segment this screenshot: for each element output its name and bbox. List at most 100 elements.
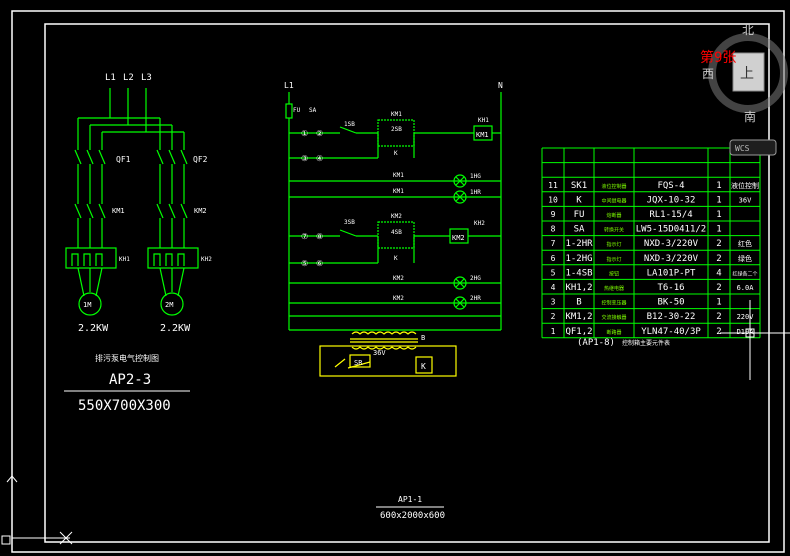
table-cell: QF1,2	[565, 327, 592, 337]
table-cell: 断路器	[606, 329, 621, 336]
viewcube-face[interactable]	[732, 52, 765, 92]
position-3: ③	[301, 154, 308, 163]
table-cell: 10	[548, 195, 558, 204]
table-cell: 转换开关	[604, 227, 624, 234]
viewcube-west[interactable]: 西	[702, 67, 714, 81]
viewcube-top[interactable]: 上	[740, 66, 754, 82]
parts-table-note: 控制箱主要元件表	[622, 339, 670, 347]
table-cell: 11	[548, 181, 558, 190]
table-cell: 按钮	[609, 270, 619, 277]
table-cell: 红绿各二个	[732, 270, 757, 277]
breaker-label-qf1: QF1	[116, 155, 131, 164]
switch-label: SA	[309, 107, 317, 114]
relay-label: K	[421, 362, 426, 371]
viewcube-north[interactable]: 北	[742, 23, 754, 37]
coil-km1: KM1	[476, 131, 489, 139]
table-cell: 3	[551, 298, 556, 307]
table-cell: 液位控制	[731, 181, 759, 190]
table-cell: KH1,2	[565, 283, 592, 293]
table-cell: 2	[716, 312, 721, 322]
table-cell: 红色	[738, 239, 752, 248]
contactor-label-km2: KM2	[194, 207, 207, 215]
position-2: ②	[316, 129, 323, 138]
viewcube[interactable]	[708, 33, 788, 113]
table-cell: 2	[716, 254, 721, 264]
table-cell: B	[576, 298, 581, 308]
transformer-circuit	[319, 331, 457, 377]
table-cell: 7	[551, 239, 556, 248]
stop-button-3sb: 3SB	[344, 219, 355, 226]
position-8: ⑧	[316, 232, 323, 241]
table-cell: LA101P-PT	[647, 268, 696, 278]
table-cell: SK1	[571, 181, 587, 191]
table-cell: 220V	[737, 313, 755, 321]
table-cell: 控制变压器	[601, 300, 626, 307]
contact-km1-lamp1: KM1	[393, 172, 404, 179]
table-cell: FU	[574, 210, 585, 220]
position-4: ④	[316, 154, 323, 163]
table-cell: 熔断器	[606, 212, 621, 219]
viewcube-ring[interactable]	[708, 33, 788, 113]
table-cell: 1-2HR	[565, 239, 593, 249]
phase-label-l3: L3	[141, 73, 152, 83]
phase-label-l1: L1	[105, 73, 116, 83]
table-cell: 6	[551, 254, 556, 263]
panel-title-ap2-3: AP2-3	[109, 372, 151, 388]
wcs-menu-button[interactable]	[729, 139, 777, 156]
table-cell: 1	[716, 195, 721, 205]
table-cell: 中间继电器	[601, 197, 626, 204]
lamp-2hr: 2HR	[470, 295, 481, 302]
contact-k-2: K	[394, 255, 398, 262]
crosshair-cursor	[720, 300, 790, 380]
contact-km1-top: KM1	[391, 111, 402, 118]
table-cell: K	[576, 195, 582, 205]
table-cell: 1	[716, 225, 721, 235]
stop-button-1sb: 1SB	[344, 121, 355, 128]
position-5: ⑤	[301, 259, 308, 268]
motor-power-circuit: L1 L2 L3	[65, 73, 199, 316]
table-cell: B12-30-22	[647, 312, 696, 322]
table-cell: 1	[716, 181, 721, 191]
contact-k-1: K	[394, 150, 398, 157]
table-cell: 6.0A	[737, 284, 755, 292]
lamp-2hg: 2HG	[470, 275, 481, 282]
table-cell: 热继电器	[604, 285, 624, 292]
table-cell: NXD-3/220V	[644, 239, 699, 249]
thermal-kh2: KH2	[474, 220, 485, 227]
table-cell: KM1,2	[565, 312, 592, 322]
sheet-number: 第9张	[700, 49, 736, 66]
motor-label-1m: 1M	[83, 301, 91, 309]
contact-km2-lamp1: KM2	[393, 275, 404, 282]
motor-label-2m: 2M	[165, 301, 173, 309]
contactor-label-km1: KM1	[112, 207, 125, 215]
fuse-label: FU	[293, 107, 301, 114]
table-cell: 1	[716, 210, 721, 220]
start-button-2sb: 2SB	[391, 126, 402, 133]
table-cell: SA	[574, 225, 585, 235]
table-cell: 1	[716, 298, 721, 308]
table-cell: FQS-4	[657, 181, 684, 191]
table-cell: NXD-3/220V	[644, 254, 699, 264]
viewcube-south[interactable]: 南	[744, 109, 756, 124]
control-line-n: N	[498, 81, 503, 90]
control-line-l1: L1	[284, 81, 294, 90]
table-cell: 1-2HG	[565, 254, 592, 264]
table-cell: 2	[551, 312, 556, 321]
table-cell: YLN47-40/3P	[641, 327, 701, 337]
motor-rating-1: 2.2KW	[78, 323, 109, 334]
table-cell: D10A	[737, 328, 755, 336]
outer-frame	[11, 10, 785, 553]
transformer-voltage: 36V	[373, 349, 386, 357]
table-cell: T6-16	[657, 283, 684, 293]
phase-label-l2: L2	[123, 73, 134, 83]
table-cell: 36V	[739, 196, 752, 204]
table-cell: LW5-15D0411/2	[636, 225, 706, 235]
motor-rating-2: 2.2KW	[160, 323, 191, 334]
table-cell: BK-50	[657, 298, 684, 308]
wcs-menu-label[interactable]: WCS	[735, 144, 750, 153]
overload-label-kh2: KH2	[201, 256, 212, 263]
lamp-1hg: 1HG	[470, 173, 481, 180]
overload-label-kh1: KH1	[119, 256, 130, 263]
